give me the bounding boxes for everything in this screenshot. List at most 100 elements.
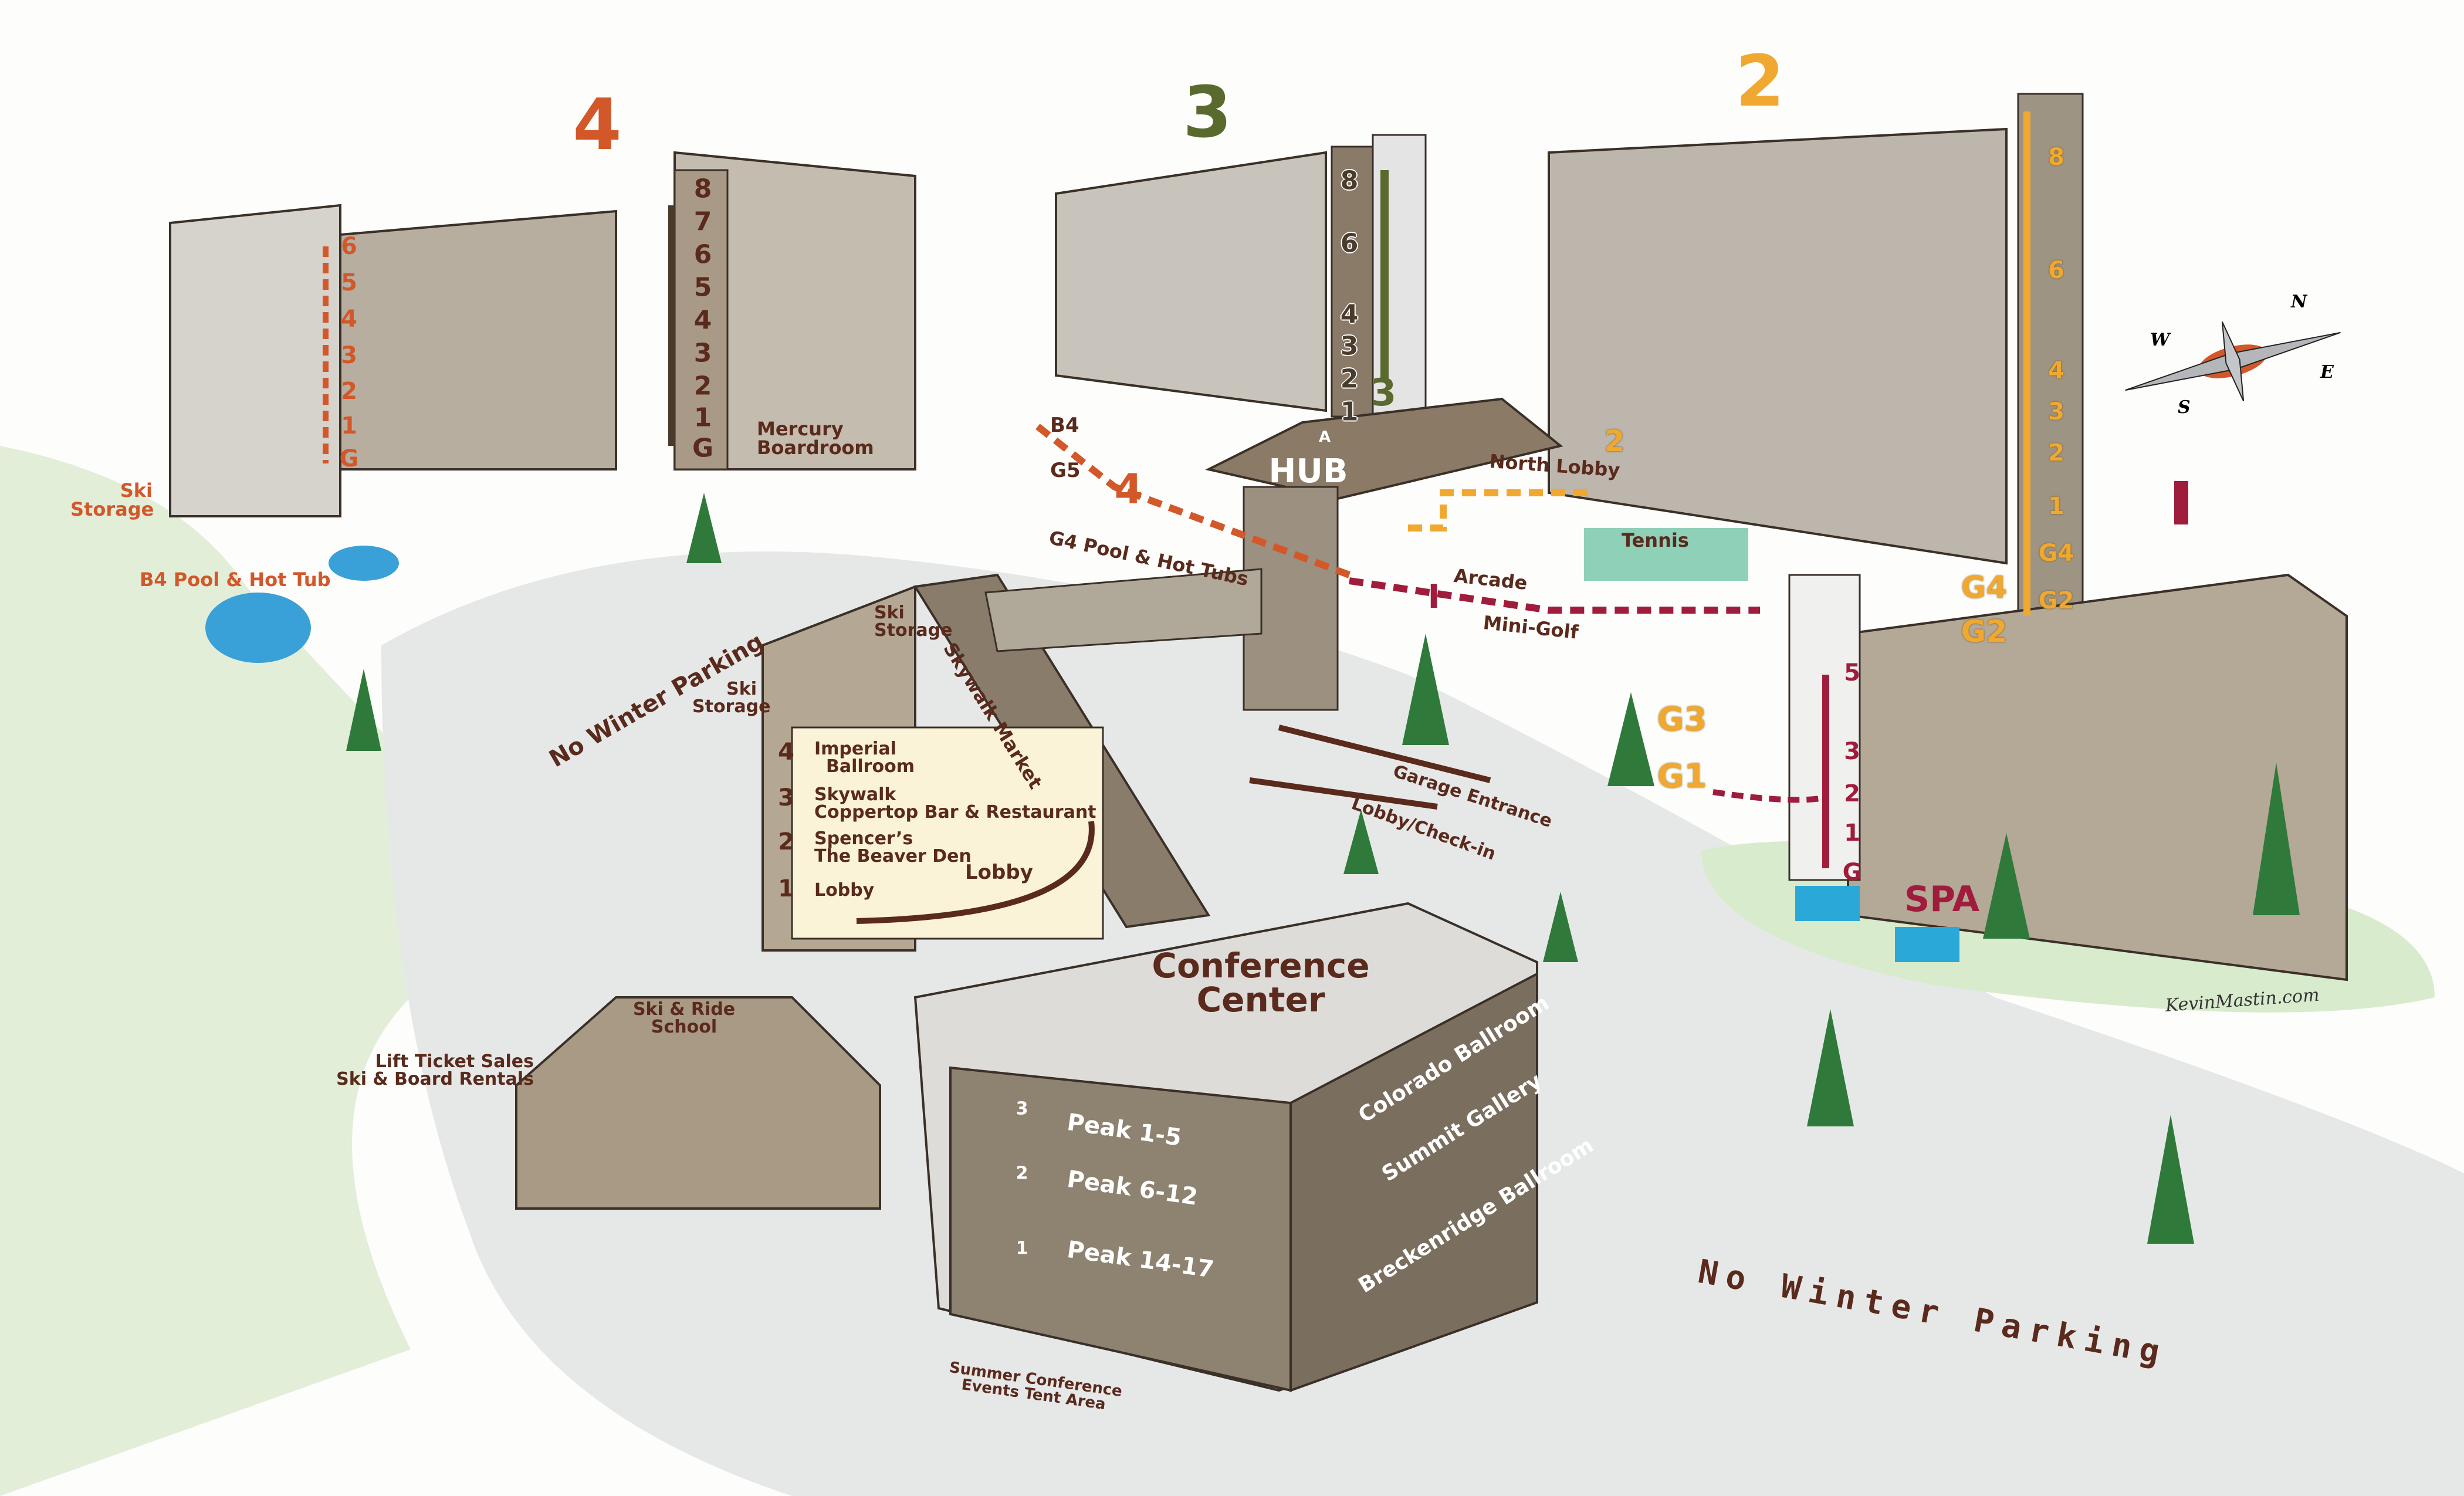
building-4-wing bbox=[339, 209, 617, 471]
floor-number: 3 bbox=[1844, 738, 1860, 765]
ski-storage-line: Ski bbox=[120, 479, 153, 502]
g2-label: G2 bbox=[1961, 614, 2008, 649]
village-floor-number: 4 bbox=[778, 739, 794, 766]
path-skywalk-lobby bbox=[856, 821, 1095, 924]
village-cutaway bbox=[791, 726, 1104, 940]
g1-label: G1 bbox=[1657, 757, 1707, 796]
floor-number: 8 bbox=[693, 174, 712, 204]
floor-number: 2 bbox=[693, 371, 712, 401]
lift-line: Lift Ticket Sales bbox=[375, 1051, 534, 1072]
floor-number: G bbox=[1842, 859, 1862, 886]
b4-hot-tub bbox=[329, 546, 399, 581]
trees bbox=[346, 493, 2300, 1244]
path-building-1 bbox=[1349, 577, 1760, 614]
floor-number: 3 bbox=[693, 338, 712, 368]
floor-number: 6 bbox=[1340, 228, 1359, 259]
floor-number: G2 bbox=[2038, 587, 2074, 614]
floor-number: 2 bbox=[2048, 439, 2064, 466]
floor-number: 8 bbox=[1340, 165, 1359, 196]
lobby-label: Lobby bbox=[965, 861, 1033, 884]
hub-a-label: A bbox=[1318, 428, 1331, 446]
building-4-west bbox=[169, 204, 341, 517]
ski-storage-line: Ski bbox=[726, 679, 757, 699]
village-floor-label: Coppertop Bar & Restaurant bbox=[814, 802, 1096, 823]
village-floor-label: Skywalk bbox=[814, 784, 896, 805]
floor-number: 2 bbox=[341, 378, 357, 405]
floor-number: 5 bbox=[693, 272, 712, 303]
ski-storage-line: Ski bbox=[874, 603, 905, 623]
conference-line: Conference bbox=[1152, 946, 1370, 986]
floor-number: 1 bbox=[1844, 820, 1860, 847]
spa-label: SPA bbox=[1904, 879, 1980, 920]
floor-number: 1 bbox=[1016, 1238, 1028, 1259]
floor-number: 4 bbox=[1340, 299, 1359, 330]
conference-side bbox=[1289, 972, 1538, 1392]
floor-number: 2 bbox=[1844, 780, 1860, 807]
path-g1-spa bbox=[1712, 789, 1825, 803]
ski-ride-school-building bbox=[515, 996, 881, 1210]
grass-west bbox=[0, 446, 440, 1496]
building-3-marker: 3 bbox=[1370, 371, 1397, 415]
compass-rose-icon bbox=[2125, 321, 2341, 402]
tennis-label: Tennis bbox=[1622, 529, 1689, 551]
village-floor-number: 3 bbox=[778, 784, 794, 811]
ski-storage-line: Storage bbox=[692, 696, 771, 717]
lift-line: Ski & Board Rentals bbox=[336, 1069, 534, 1089]
floor-number: 3 bbox=[1340, 331, 1359, 361]
floor-number: 4 bbox=[341, 306, 357, 333]
hub-label: HUB bbox=[1268, 452, 1348, 490]
spa-pool bbox=[1795, 886, 1860, 921]
floor-number: 4 bbox=[693, 305, 712, 336]
village-floor-label: The Beaver Den bbox=[814, 846, 972, 867]
building-4-stair-core bbox=[673, 169, 729, 471]
village-floor-label: Ballroom bbox=[826, 756, 915, 777]
floor-number: 6 bbox=[341, 233, 357, 260]
building-2 bbox=[1548, 127, 2008, 565]
building-3-number: 3 bbox=[1183, 72, 1232, 154]
g5-level-label: G5 bbox=[1050, 459, 1081, 482]
floor-number: 1 bbox=[341, 412, 357, 439]
compass-east: E bbox=[2320, 362, 2334, 383]
school-line: School bbox=[651, 1017, 717, 1037]
floor-number: 3 bbox=[2048, 398, 2064, 425]
mercury-line: Mercury bbox=[757, 418, 844, 440]
conference-line: Center bbox=[1196, 980, 1325, 1020]
floor-number: G bbox=[692, 433, 714, 463]
floor-number: 2 bbox=[1016, 1163, 1028, 1184]
path-1-marker: I bbox=[1427, 578, 1440, 616]
skywalk-bridge bbox=[984, 568, 1263, 652]
floor-number: 6 bbox=[693, 239, 712, 270]
village-floor-label: Spencer’s bbox=[814, 828, 913, 849]
floor-number: 5 bbox=[341, 269, 357, 296]
village-floor-label: Lobby bbox=[814, 880, 875, 901]
compass-west: W bbox=[2150, 330, 2170, 350]
floor-number: 3 bbox=[1016, 1098, 1028, 1119]
b4-pool bbox=[205, 593, 311, 663]
compass-south: S bbox=[2178, 397, 2191, 418]
path-building-4 bbox=[1030, 419, 1351, 578]
floor-number: 4 bbox=[2048, 357, 2064, 384]
floor-number: 5 bbox=[1844, 659, 1860, 686]
floor-number: 3 bbox=[341, 342, 357, 369]
village-floor-label: Imperial bbox=[814, 739, 896, 759]
ski-storage-line: Storage bbox=[874, 620, 953, 641]
garage-arrow bbox=[1278, 725, 1491, 783]
floor-number: G bbox=[339, 445, 359, 472]
floor-number: 7 bbox=[693, 207, 712, 237]
building-1-marker bbox=[2174, 481, 2188, 524]
floor-number: 1 bbox=[2048, 493, 2064, 520]
g3-label: G3 bbox=[1657, 700, 1707, 739]
building-2-number: 2 bbox=[1735, 41, 1785, 123]
path-building-2 bbox=[1408, 489, 1596, 532]
floor-number: 2 bbox=[1340, 364, 1359, 394]
village-floor-number: 2 bbox=[778, 828, 794, 855]
north-lobby-marker: 2 bbox=[1604, 424, 1625, 458]
